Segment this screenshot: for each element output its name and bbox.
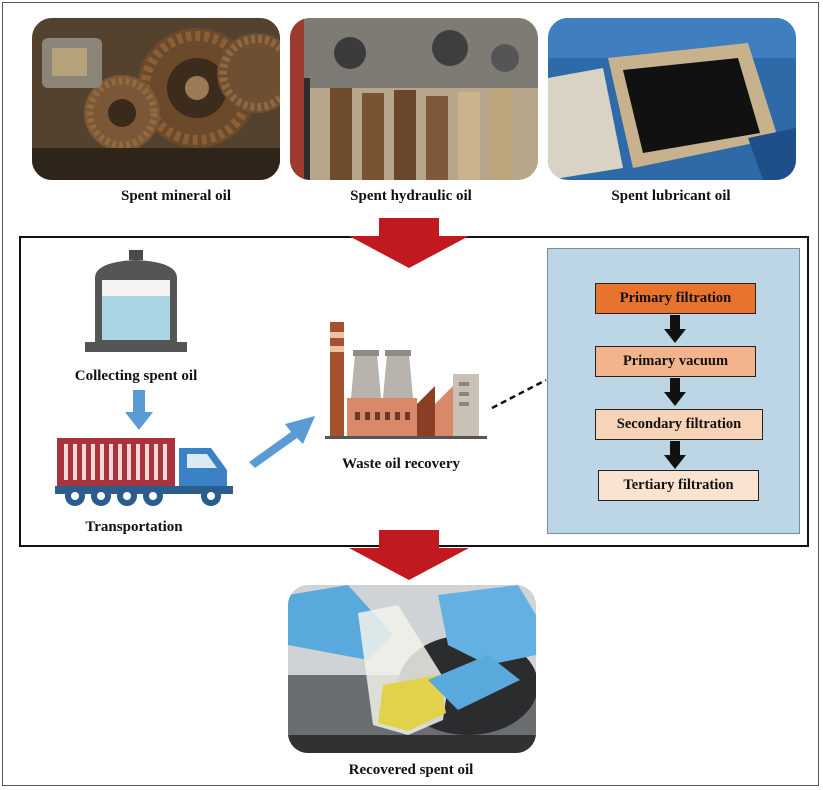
recovered-oil-photo <box>288 585 536 753</box>
step-tertiary-filtration: Tertiary filtration <box>598 470 759 501</box>
step-arrow-3-icon <box>664 441 686 469</box>
collecting-label: Collecting spent oil <box>74 368 198 384</box>
down-arrow-blue-icon <box>125 390 153 430</box>
spent-hydraulic-oil-photo <box>290 18 538 180</box>
transportation-label: Transportation <box>85 519 183 535</box>
step-arrow-1-icon <box>664 315 686 343</box>
storage-tank-icon <box>85 250 187 352</box>
source-label-mineral: Spent mineral oil <box>120 188 231 204</box>
output-label: Recovered spent oil <box>348 762 474 778</box>
down-arrow-top-icon <box>349 218 469 268</box>
recovery-label: Waste oil recovery <box>341 456 460 472</box>
dashed-connector <box>491 378 547 410</box>
spent-lubricant-oil-photo <box>548 18 796 180</box>
filtration-steps-panel: Primary filtration Primary vacuum Second… <box>547 248 800 534</box>
down-arrow-bottom-icon <box>349 530 469 580</box>
step-primary-filtration: Primary filtration <box>595 283 756 314</box>
diagonal-arrow-blue-icon <box>249 416 315 468</box>
source-label-hydraulic: Spent hydraulic oil <box>350 188 472 204</box>
spent-mineral-oil-photo <box>32 18 280 180</box>
source-label-lubricant: Spent lubricant oil <box>611 188 731 204</box>
step-arrow-2-icon <box>664 378 686 406</box>
step-primary-vacuum: Primary vacuum <box>595 346 756 377</box>
truck-icon <box>55 438 233 506</box>
step-secondary-filtration: Secondary filtration <box>595 409 763 440</box>
factory-icon <box>325 322 487 439</box>
